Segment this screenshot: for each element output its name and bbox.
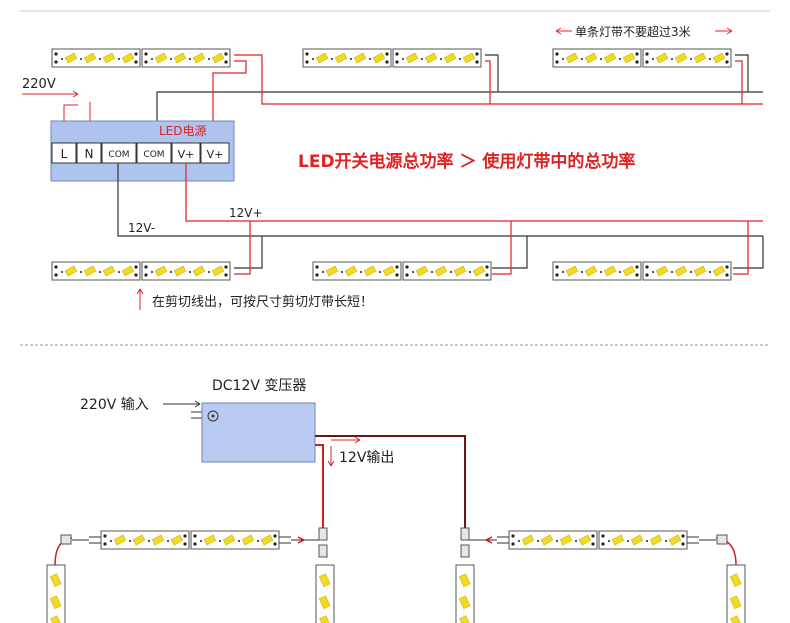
output-12v-label: 12V输出 [339,450,394,466]
power-headline: LED开关电源总功率 ＞ 使用灯带中的总功率 [298,151,635,172]
led-strip-vertical-1 [46,564,66,623]
terminal-v-plus-1: V+ [178,148,195,161]
strip-connectors [72,536,716,544]
terminal-com-2: COM [143,150,164,160]
cut-note-text: 在剪切线出，可按尺寸剪切灯带长短！ [152,294,373,310]
top-red-wires [212,54,763,122]
terminal-l: L [61,147,68,161]
dc12v-transformer [201,402,316,463]
transformer-title: DC12V 变压器 [212,378,306,394]
input-220v-text: 220V 输入 [80,397,149,413]
lower-red-wires [185,163,763,275]
input-220v-label: 220V [22,77,56,92]
psu-label: LED电源 [159,124,207,138]
led-strip-bottom-left [100,530,280,550]
output-wires [315,435,466,528]
label-12v-minus: 12V- [128,221,155,235]
led-strip-vertical-2 [315,564,335,623]
wire-clips [60,527,728,558]
top-dark-wires [156,54,763,122]
led-strip-top-right [552,48,732,68]
max-length-note: 单条灯带不要超过3米 [555,24,733,39]
label-12v-plus: 12V+ [229,206,263,220]
led-strip-lower-middle [312,261,492,281]
ac-input: 220V [22,77,91,141]
led-strip-top-middle [302,48,482,68]
max-length-text: 单条灯带不要超过3米 [575,24,691,39]
terminal-n: N [85,147,94,161]
terminal-v-plus-2: V+ [207,148,224,161]
lower-dark-wires [117,163,764,269]
led-strip-lower-right [552,261,732,281]
cut-line-note: 在剪切线出，可按尺寸剪切灯带长短！ [136,288,373,310]
led-strip-vertical-3 [455,564,475,623]
led-strip-lower-left [51,261,231,281]
terminal-com-1: COM [108,150,129,160]
led-strip-vertical-4 [726,564,746,623]
power-indicator-icon [207,410,219,422]
led-power-supply: LED电源 L N COM COM V+ V+ [50,120,235,182]
led-strip-top-left [51,48,231,68]
led-strip-bottom-right [508,530,688,550]
